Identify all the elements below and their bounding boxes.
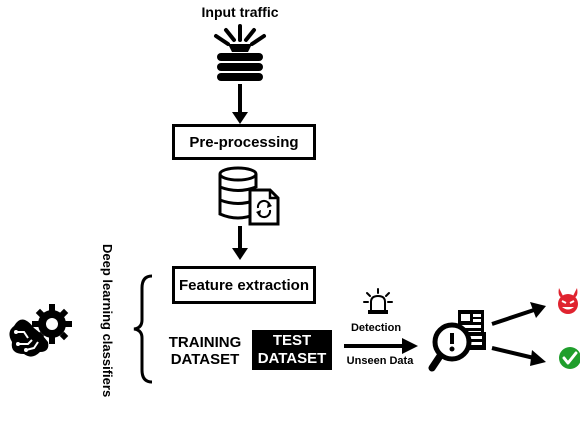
arrow-to-threat: [491, 302, 546, 326]
arrow-to-safe: [491, 346, 546, 366]
feature-extraction-label: Feature extraction: [178, 276, 310, 294]
green-check-icon: [559, 347, 580, 369]
brain-gear-icon: [9, 304, 72, 357]
training-dataset-label: TRAINING DATASET: [160, 334, 250, 368]
detection-label: Detection: [350, 322, 402, 334]
test-line-1: TEST: [272, 332, 312, 349]
devil-threat-icon: [558, 288, 578, 314]
training-line-2: DATASET: [170, 351, 240, 368]
arrow-to-analysis: [344, 338, 418, 354]
preprocessing-box: Pre-processing: [172, 124, 316, 160]
alarm-siren-icon: [363, 288, 393, 314]
arrow-input-to-preprocessing: [232, 84, 248, 124]
training-line-1: TRAINING: [168, 334, 242, 351]
funnel-stack-icon: [214, 24, 266, 81]
input-traffic-label: Input traffic: [201, 4, 279, 20]
curly-bracket: [133, 274, 153, 384]
deep-learning-classifiers-label: Deep learning classifiers: [100, 244, 115, 398]
document-magnifier-alert-icon: [428, 310, 486, 372]
test-line-2: DATASET: [257, 350, 327, 367]
feature-extraction-box: Feature extraction: [172, 266, 316, 304]
test-dataset-block: TEST DATASET: [252, 330, 332, 370]
preprocessing-label: Pre-processing: [189, 133, 299, 151]
unseen-data-label: Unseen Data: [346, 355, 414, 367]
database-refresh-icon: [218, 166, 280, 226]
arrow-database-to-feature: [232, 226, 248, 260]
